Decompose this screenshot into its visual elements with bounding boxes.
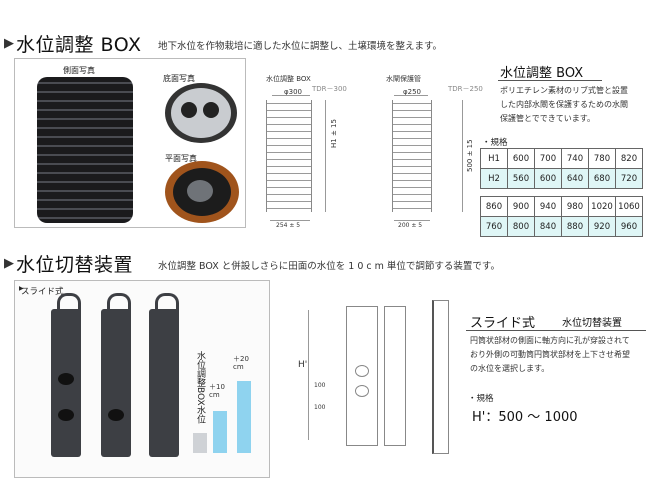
top-photo-label: 平面写真 xyxy=(165,154,197,163)
box-drawing xyxy=(266,100,312,212)
bottom-view-photo xyxy=(165,83,237,143)
drawing-right-model: TDR－250 xyxy=(448,85,483,93)
slide-spec-label: ・規格 xyxy=(468,394,494,404)
slide-drawing-dim1: 100 xyxy=(314,382,326,389)
corrugated-pipe-photo xyxy=(37,77,133,223)
box-spec-label: ・規格 xyxy=(482,138,508,148)
legend-plus20: ＋20 cm xyxy=(233,355,249,371)
pipe-drawing xyxy=(392,100,432,212)
drawing-right-bottom: 200 ± 5 xyxy=(398,222,423,229)
legend-bar-20 xyxy=(237,381,251,453)
section1-marker: ▶ xyxy=(4,36,14,51)
bottom-photo-label: 底面写真 xyxy=(163,74,195,83)
slide-photo-panel: スライド式 ▶ 水位調整BOX水位 ＋10 cm ＋20 cm xyxy=(14,280,270,478)
side-photo-label: 側面写真 xyxy=(63,66,95,75)
section2-title: 水位切替装置 xyxy=(16,254,134,276)
box-info-title: 水位調整 BOX xyxy=(500,66,584,81)
slide-info-text: 円筒状部材の側面に軸方向に孔が穿設されて おり外側の可動筒円筒状部材を上下させ希… xyxy=(470,336,630,373)
slide-photo-label: スライド式 xyxy=(21,287,64,297)
drawing-left-model: TDR－300 xyxy=(312,85,347,93)
photo-panel: 側面写真 底面写真 平面写真 xyxy=(14,58,246,228)
drawing-left-height: H1 ± 15 xyxy=(330,119,338,148)
slide-pipe-2 xyxy=(101,309,131,457)
slide-info-title: スライド式 xyxy=(470,316,536,331)
legend-plus10: ＋10 cm xyxy=(209,383,225,399)
box-info-text: ポリエチレン素材のリブ式管と設置 した内部水閘を保護するための水閘 保護管とでで… xyxy=(500,86,628,123)
legend-bar-10 xyxy=(213,411,227,453)
drawing-right-label: 水閘保護管 xyxy=(386,75,421,83)
section2-marker: ▶ xyxy=(4,256,14,271)
slide-pipe-3 xyxy=(149,309,179,457)
drawing-left-dia: φ300 xyxy=(284,88,302,96)
section1-title: 水位調整 BOX xyxy=(16,34,142,56)
legend-bar-base xyxy=(193,433,207,453)
slide-info-subtitle: 水位切替装置 xyxy=(562,318,622,329)
drawing-left-bottom: 254 ± 5 xyxy=(276,222,301,229)
slide-spec-value: H'：500 〜 1000 xyxy=(472,410,578,425)
slide-vertical-text: 水位調整BOX水位 xyxy=(195,351,205,424)
drawing-right-dia: φ250 xyxy=(403,88,421,96)
drawing-right-height: 500 ± 15 xyxy=(466,139,474,172)
top-view-photo xyxy=(165,161,239,223)
slide-drawing-dim2: 100 xyxy=(314,404,326,411)
slide-drawing-section xyxy=(432,300,449,454)
section2-description: 水位調整 BOX と併設しさらに田面の水位を 1 0 c m 単位で調節する装置… xyxy=(158,261,500,272)
slide-drawing-side xyxy=(384,306,406,446)
slide-drawing-h: H' xyxy=(298,360,308,370)
section1-description: 地下水位を作物栽培に適した水位に調整し、土壌環境を整えます。 xyxy=(158,41,443,52)
slide-drawing-front xyxy=(346,306,378,446)
drawing-left-label: 水位調整 BOX xyxy=(266,75,311,83)
slide-pipe-1 xyxy=(51,309,81,457)
